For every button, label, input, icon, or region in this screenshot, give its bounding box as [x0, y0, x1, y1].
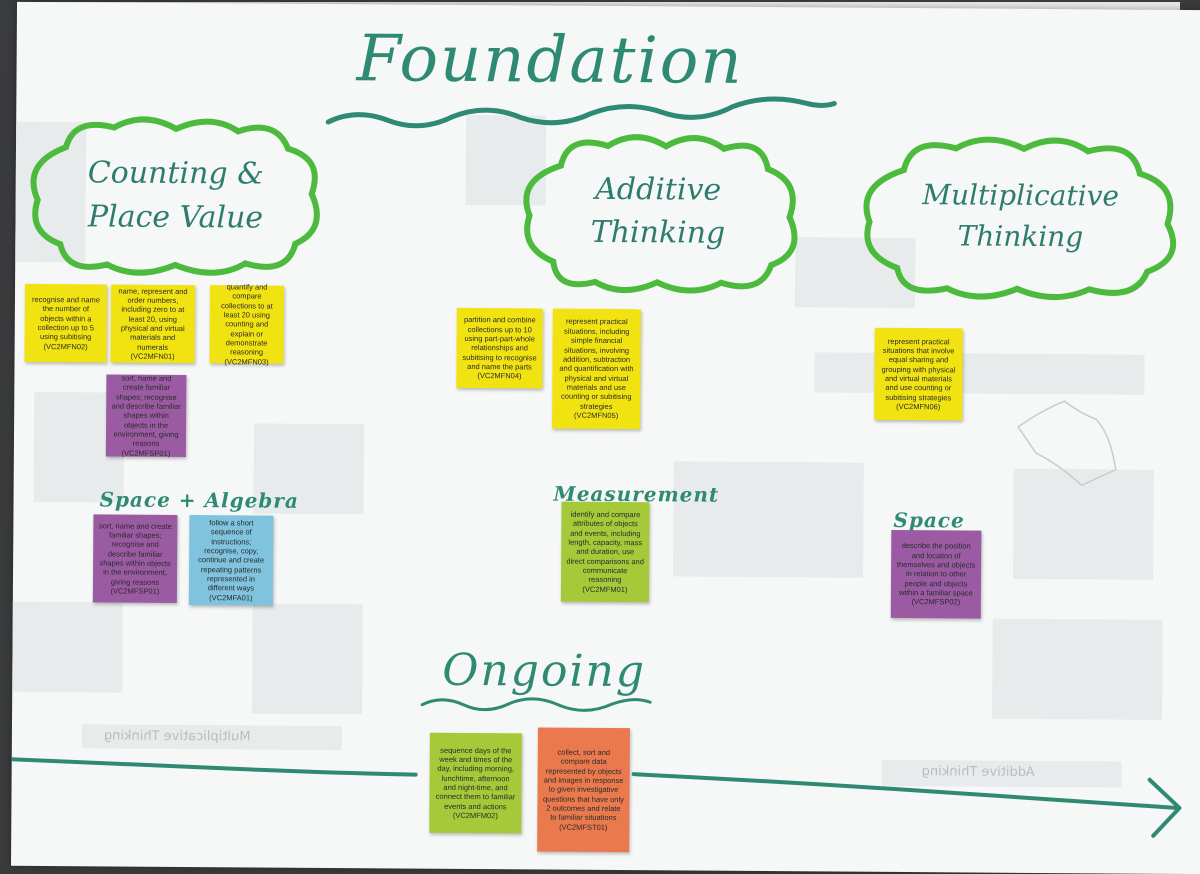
- cloud-multiplicative-thinking: Multiplicative Thinking: [855, 128, 1186, 305]
- timeline-right-arrow-icon: [631, 772, 1180, 810]
- ongoing-underline-icon: [420, 697, 652, 712]
- cloud-outline-icon: [30, 116, 320, 276]
- timeline-left-arrow-icon: [10, 756, 418, 777]
- cloud-counting-place-value: Counting & Place Value: [25, 112, 326, 279]
- cloud-additive-thinking: Additive Thinking: [515, 125, 801, 297]
- cloud-outline-icon: [863, 136, 1177, 300]
- poster-sheet: Multiplicative Thinking Additive Thinkin…: [10, 1, 1200, 874]
- cloud-outline-icon: [523, 134, 798, 294]
- timeline-right-arrowhead-icon: [1147, 777, 1182, 838]
- ink-strokes: [10, 96, 1182, 838]
- title-underline-icon: [325, 96, 837, 129]
- pencil-sketch-icon: [1017, 400, 1117, 487]
